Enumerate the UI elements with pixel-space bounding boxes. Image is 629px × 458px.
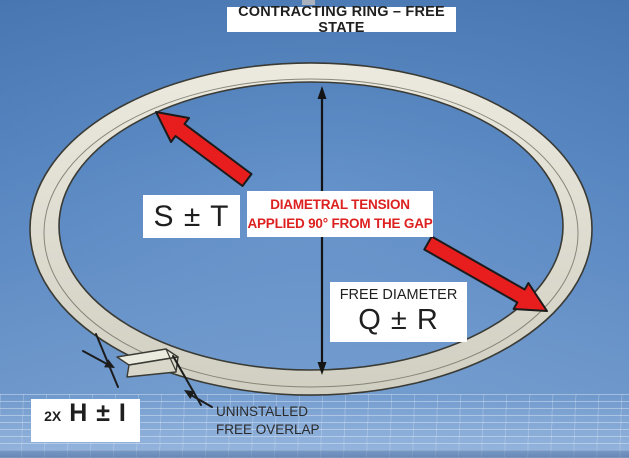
overlap-extension-line-left [95,333,119,388]
overlap-block-end-edge [165,348,177,372]
free-diameter-value: Q ± R [358,304,439,336]
overlap-qty: 2X [44,408,62,424]
diameter-arrowhead-top [317,86,327,99]
callout-overlap: 2X H ± I [31,399,140,442]
free-diameter-caption: FREE DIAMETER [339,287,458,303]
diagram-title: CONTRACTING RING – FREE STATE [227,4,456,36]
overlap-block-front-face [126,356,179,378]
diameter-arrowhead-bottom [317,362,327,375]
tension-arrow-lower-right [423,235,548,312]
callout-s-t-value: S ± T [153,199,230,233]
cropped-ui-tab [302,0,315,5]
uninstalled-free-overlap-note: UNINSTALLED FREE OVERLAP [216,403,336,439]
overlap-dim-arrow-right-shaft [190,394,213,408]
uninstalled-note-line-1: UNINSTALLED [216,404,309,419]
tension-arrow-upper-left [155,111,253,187]
ring-edge-contour [43,78,579,388]
callout-s-t: S ± T [143,195,240,238]
floor-edge-strip [0,450,629,458]
overlap-dim-arrowhead-left [104,359,115,368]
overlap-dim-arrow-left-shaft [82,350,108,365]
tension-line-2: APPLIED 90° FROM THE GAP [247,216,433,231]
diagram-title-text: CONTRACTING RING – FREE STATE [238,3,445,36]
uninstalled-note-line-2: FREE OVERLAP [216,422,320,437]
callout-free-diameter: FREE DIAMETER Q ± R [330,282,467,342]
overlap-dim-arrowhead-right [184,390,195,399]
overlap-extension-line-right [172,355,202,406]
callout-diametral-tension: DIAMETRAL TENSION APPLIED 90° FROM THE G… [247,191,433,237]
tension-line-1: DIAMETRAL TENSION [270,197,410,212]
overlap-value: H ± I [69,399,127,427]
